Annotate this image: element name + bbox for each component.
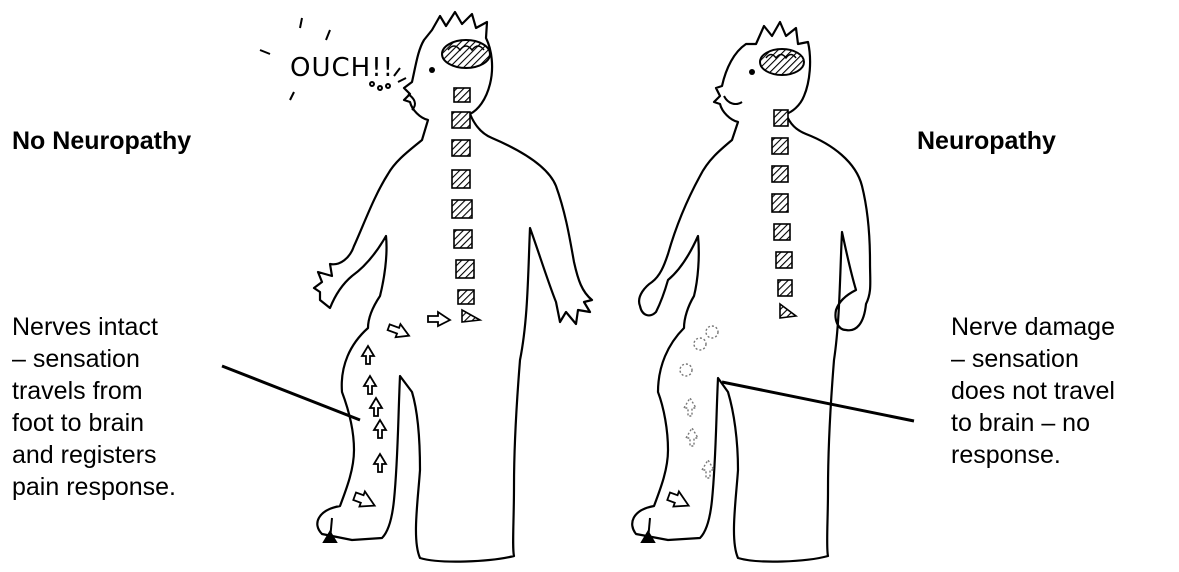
right-caption: Nerve damage – sensation does not travel… — [951, 311, 1115, 471]
left-figure: OUCH!! — [260, 12, 592, 562]
left-callout-line — [222, 366, 360, 420]
right-caption-line: to brain – no — [951, 407, 1115, 439]
left-caption-line: – sensation — [12, 343, 176, 375]
left-eye — [429, 67, 435, 73]
left-caption-line: travels from — [12, 375, 176, 407]
right-callout-line — [722, 382, 914, 421]
right-caption-line: response. — [951, 439, 1115, 471]
right-faint-arrows — [680, 326, 718, 478]
right-eye — [749, 69, 755, 75]
right-caption-line: does not travel — [951, 375, 1115, 407]
right-smile — [724, 96, 742, 104]
right-brain — [760, 49, 804, 75]
right-tack — [642, 518, 654, 542]
right-foot-arrow — [666, 489, 692, 512]
left-nerve-arrows — [352, 312, 450, 511]
right-body-outline — [632, 22, 870, 562]
right-panel-title: Neuropathy — [917, 129, 1056, 154]
ouch-exclamation: OUCH!! — [290, 53, 394, 83]
left-caption-line: foot to brain — [12, 407, 176, 439]
right-caption-line: Nerve damage — [951, 311, 1115, 343]
right-caption-line: – sensation — [951, 343, 1115, 375]
right-figure — [632, 22, 870, 562]
left-brain — [442, 40, 490, 68]
left-caption-line: Nerves intact — [12, 311, 176, 343]
left-panel-title: No Neuropathy — [12, 129, 191, 154]
left-caption: Nerves intact – sensation travels from f… — [12, 311, 176, 503]
left-tack — [324, 518, 336, 542]
left-caption-line: pain response. — [12, 471, 176, 503]
left-body-outline — [314, 12, 592, 562]
right-spine — [772, 110, 796, 318]
left-caption-line: and registers — [12, 439, 176, 471]
